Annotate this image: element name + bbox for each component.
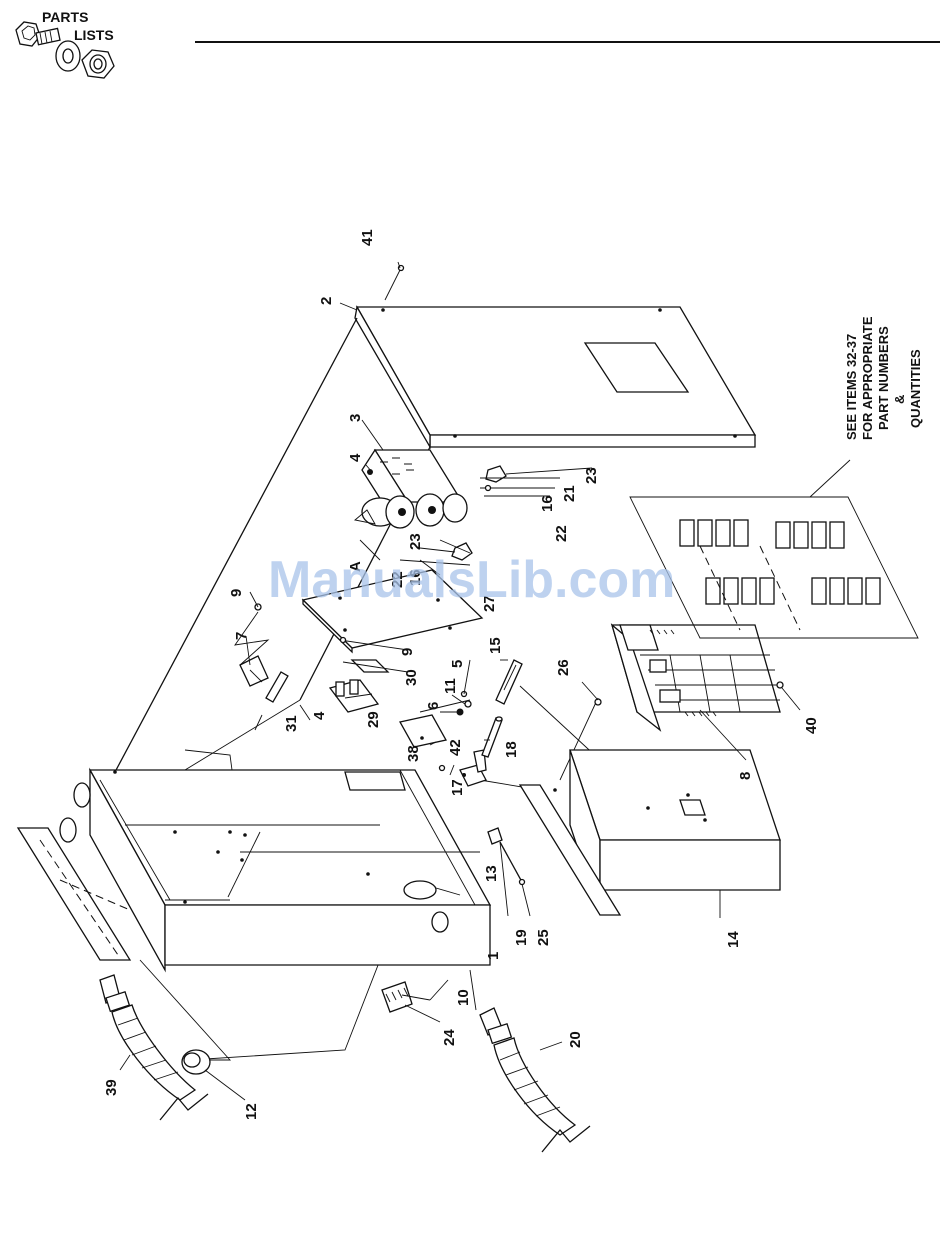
header-parts-label: PARTS (42, 9, 88, 25)
callout-13: 13 (483, 865, 500, 882)
callout-31: 31 (283, 715, 300, 732)
note-line-1: SEE ITEMS 32-37 (844, 334, 859, 440)
callout-9: 9 (228, 589, 245, 597)
terminal-strip (382, 982, 430, 1012)
callout-29: 29 (365, 711, 382, 728)
callout-15: 15 (487, 637, 504, 654)
callout-17: 17 (449, 779, 466, 796)
callout-6: 6 (425, 702, 442, 710)
small-plate (400, 715, 446, 747)
callout-42: 42 (447, 739, 464, 756)
callout-39: 39 (103, 1079, 120, 1096)
callout-41: 41 (359, 229, 376, 246)
enclosure-box (60, 770, 490, 970)
callout-16: 16 (539, 495, 556, 512)
callout-18: 18 (503, 741, 520, 758)
callout-10: 10 (455, 989, 472, 1006)
callout-2: 2 (318, 297, 335, 305)
callout-11: 11 (442, 678, 459, 694)
callout-38: 38 (405, 745, 422, 762)
breaker-note: SEE ITEMS 32-37 FOR APPROPRIATE PART NUM… (844, 316, 923, 440)
callout-26: 26 (555, 659, 572, 676)
callout-8: 8 (737, 772, 754, 780)
conduit-left (100, 975, 208, 1120)
callout-23: 23 (583, 467, 600, 484)
terminal-block (330, 680, 378, 712)
breaker-group (630, 460, 918, 638)
note-line-4: & (892, 395, 907, 404)
note-line-5: QUANTITIES (908, 349, 923, 428)
callout-24: 24 (441, 1029, 458, 1046)
conduit-right (480, 1008, 590, 1152)
callout-20: 20 (567, 1031, 584, 1048)
callout-40: 40 (803, 717, 820, 734)
note-line-3: PART NUMBERS (876, 326, 891, 430)
callout-4b: 4 (311, 711, 328, 720)
header-lists-label: LISTS (74, 27, 114, 43)
callout-25: 25 (535, 929, 552, 946)
callout-3: 3 (347, 414, 364, 422)
callout-5: 5 (449, 660, 466, 668)
door-panel (355, 266, 755, 448)
callout-21: 21 (561, 485, 578, 502)
callout-4: 4 (347, 453, 364, 462)
callout-12: 12 (243, 1103, 260, 1120)
callout-19: 19 (513, 929, 530, 946)
callout-9b: 9 (399, 648, 416, 656)
relay-part (235, 604, 268, 686)
note-line-2: FOR APPROPRIATE (860, 316, 875, 440)
callout-14: 14 (725, 931, 742, 948)
watermark-text: ManualsLib.com (268, 551, 675, 609)
rod-part (482, 717, 502, 757)
callout-23b: 23 (407, 533, 424, 550)
bar-part (496, 660, 522, 704)
callout-1: 1 (485, 952, 502, 960)
motor-operator-assembly (355, 450, 467, 528)
callout-30: 30 (403, 669, 420, 686)
callout-7: 7 (233, 632, 250, 640)
callout-22: 22 (553, 525, 570, 542)
breaker-panel (612, 625, 783, 730)
